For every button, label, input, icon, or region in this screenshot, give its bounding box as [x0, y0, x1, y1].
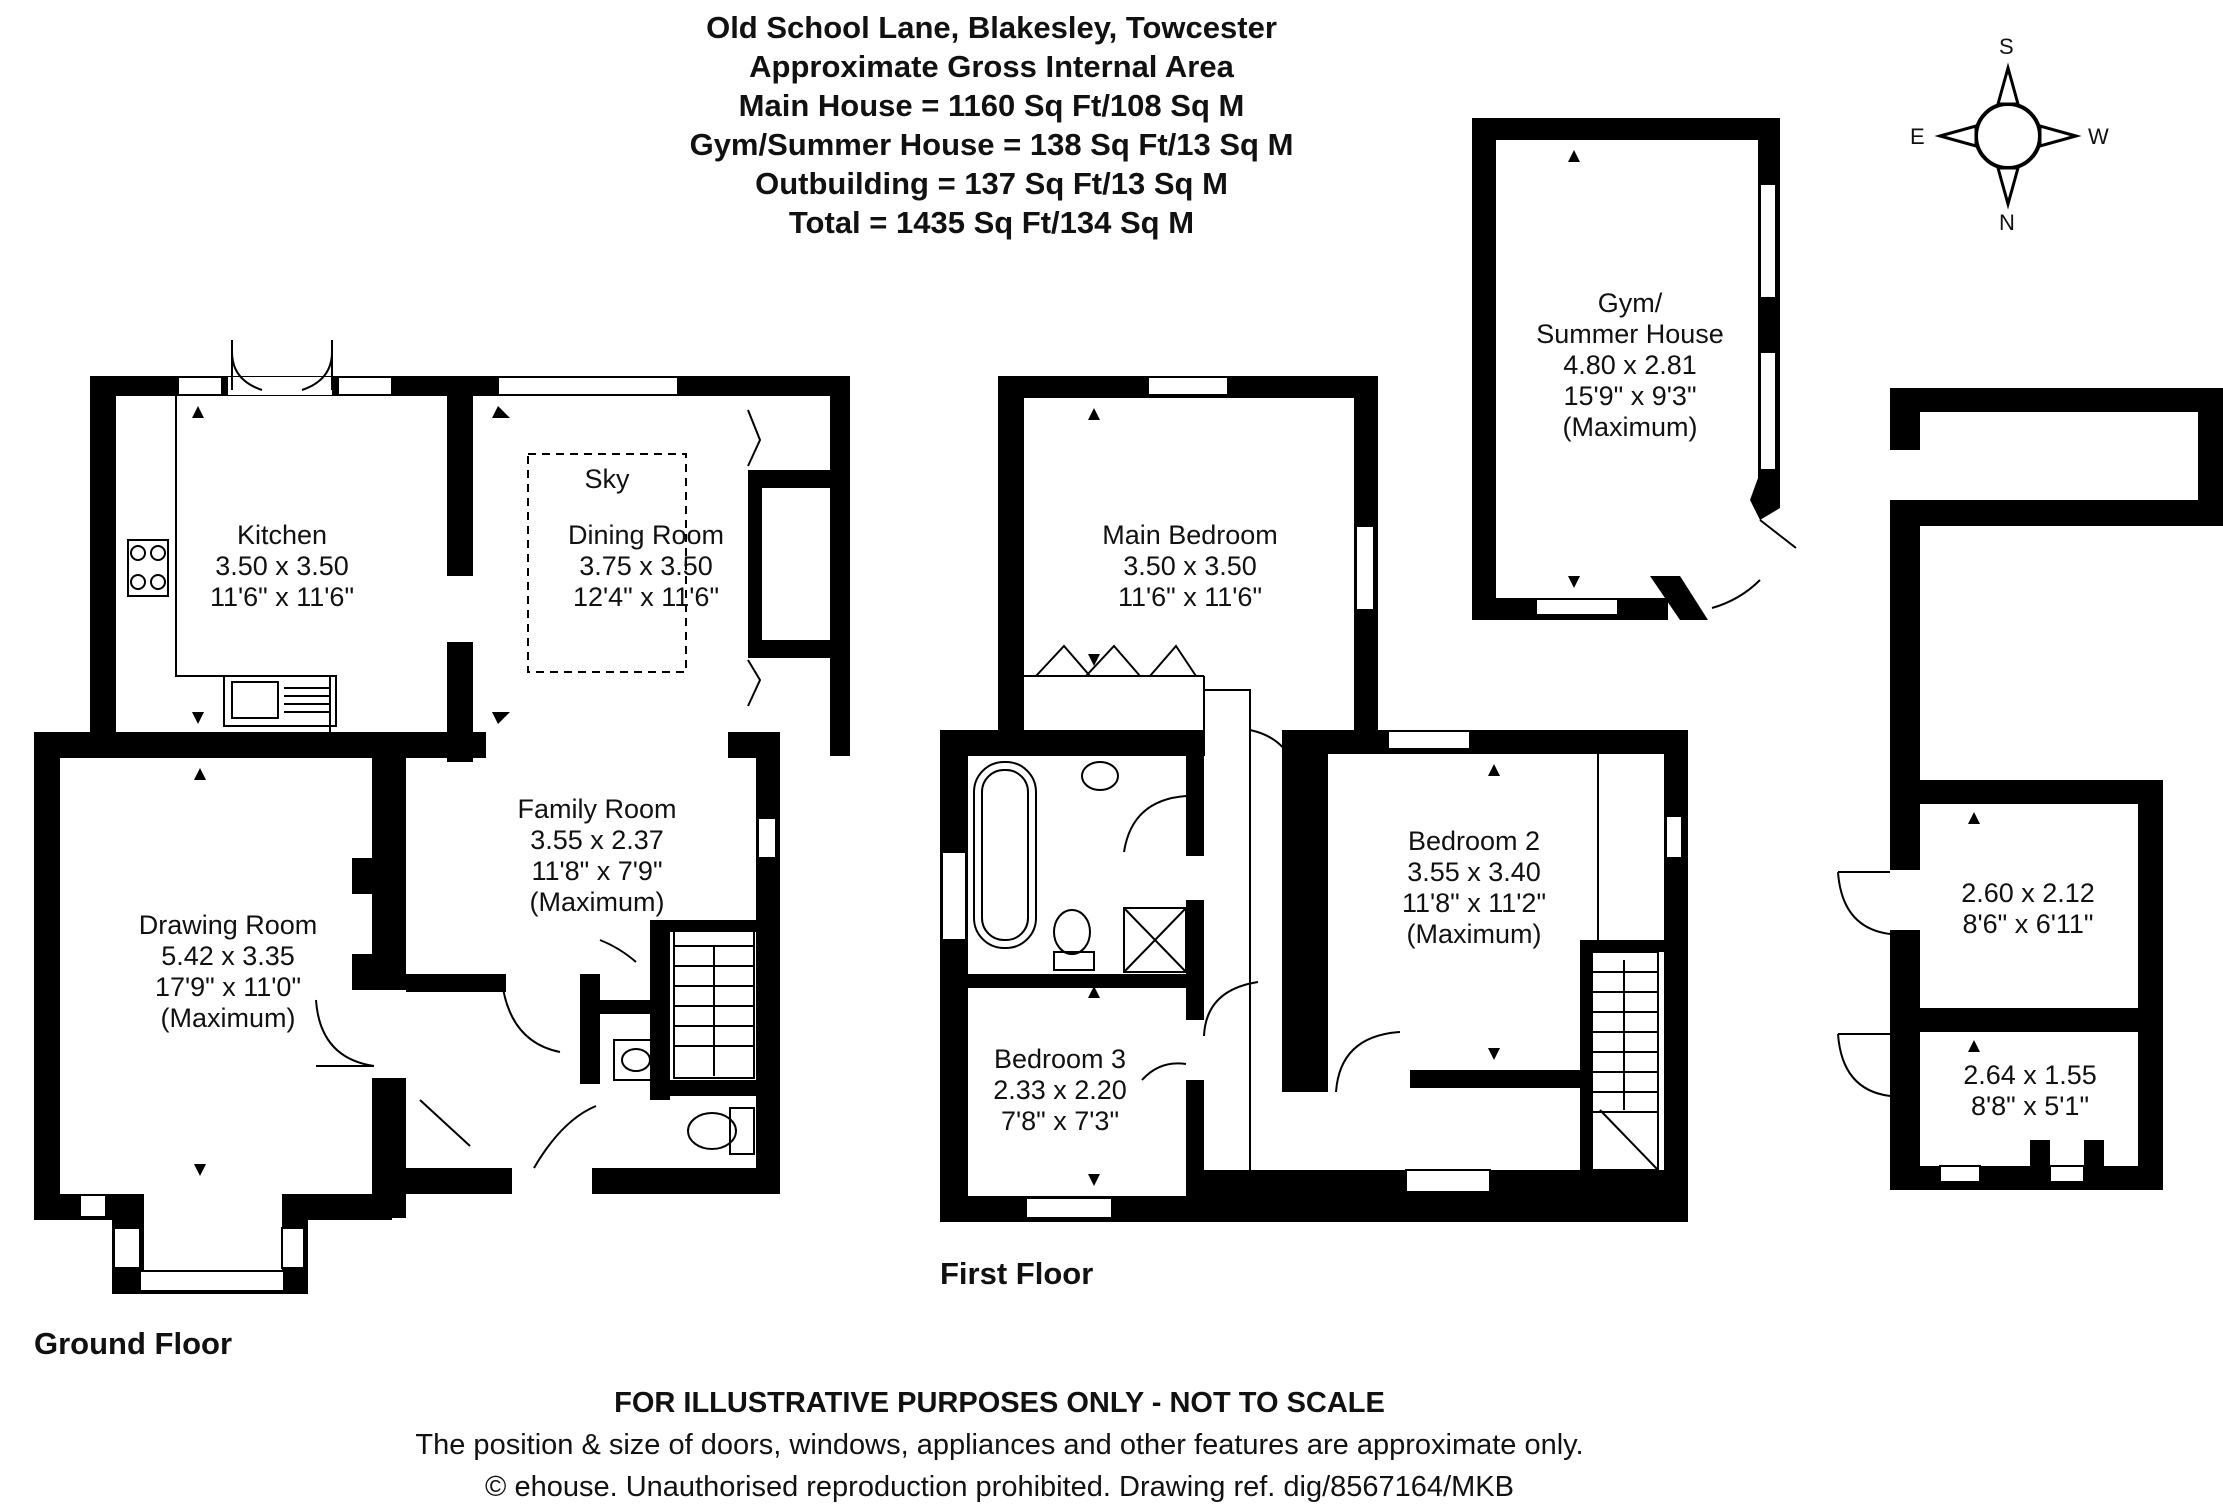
compass-north-label: N	[1999, 210, 2015, 235]
disclaimer-title: FOR ILLUSTRATIVE PURPOSES ONLY - NOT TO …	[614, 1387, 1385, 1419]
main-house-area: Main House = 1160 Sq Ft/108 Sq M	[738, 88, 1245, 123]
compass-rose-icon	[1934, 62, 2082, 210]
compass-south-label: S	[1999, 34, 2014, 59]
area-title: Approximate Gross Internal Area	[749, 49, 1234, 84]
dimension-arrows	[192, 150, 1980, 1186]
skylight-label: Sky	[584, 464, 630, 494]
room-label-family-room: Family Room 3.55 x 2.37 11'8" x 7'9" (Ma…	[517, 794, 677, 917]
room-label-dining-room: Dining Room 3.75 x 3.50 12'4" x 11'6"	[567, 520, 725, 612]
ground-floor-walls	[34, 376, 850, 1294]
address-title: Old School Lane, Blakesley, Towcester	[706, 10, 1277, 45]
disclaimer-copyright: © ehouse. Unauthorised reproduction proh…	[485, 1471, 1514, 1503]
room-label-bedroom-2: Bedroom 2 3.55 x 3.40 11'8" x 11'2" (Max…	[1401, 826, 1547, 949]
gym-summer-house-walls	[1472, 118, 1797, 620]
first-floor-walls	[940, 376, 1688, 1222]
compass-west-label: W	[2088, 124, 2109, 149]
room-label-bedroom-3: Bedroom 3 2.33 x 2.20 7'8" x 7'3"	[993, 1044, 1127, 1136]
first-floor-fixtures	[973, 644, 1659, 1196]
room-label-kitchen: Kitchen 3.50 x 3.50 11'6" x 11'6"	[209, 520, 355, 612]
ground-floor-label: Ground Floor	[34, 1326, 233, 1361]
outbuilding-walls	[1837, 388, 2223, 1190]
disclaimer: FOR ILLUSTRATIVE PURPOSES ONLY - NOT TO …	[0, 1382, 2111, 1508]
room-label-outbuilding-1: 2.60 x 2.12 8'6" x 6'11"	[1961, 878, 2095, 939]
total-area: Total = 1435 Sq Ft/134 Sq M	[788, 205, 1195, 240]
gym-summer-house-area: Gym/Summer House = 138 Sq Ft/13 Sq M	[689, 127, 1294, 162]
ground-floor-fixtures	[127, 340, 762, 1169]
outbuilding-area: Outbuilding = 137 Sq Ft/13 Sq M	[755, 166, 1228, 201]
room-label-main-bedroom: Main Bedroom 3.50 x 3.50 11'6" x 11'6"	[1102, 520, 1278, 612]
disclaimer-approximate: The position & size of doors, windows, a…	[415, 1429, 1584, 1461]
room-label-gym-summer-house: Gym/ Summer House 4.80 x 2.81 15'9" x 9'…	[1536, 288, 1724, 442]
room-label-drawing-room: Drawing Room 5.42 x 3.35 17'9" x 11'0" (…	[138, 910, 318, 1033]
first-floor-label: First Floor	[940, 1256, 1094, 1291]
compass-east-label: E	[1910, 124, 1925, 149]
room-label-outbuilding-2: 2.64 x 1.55 8'8" x 5'1"	[1963, 1060, 2097, 1121]
area-header: Old School Lane, Blakesley, Towcester Ap…	[0, 8, 2103, 242]
